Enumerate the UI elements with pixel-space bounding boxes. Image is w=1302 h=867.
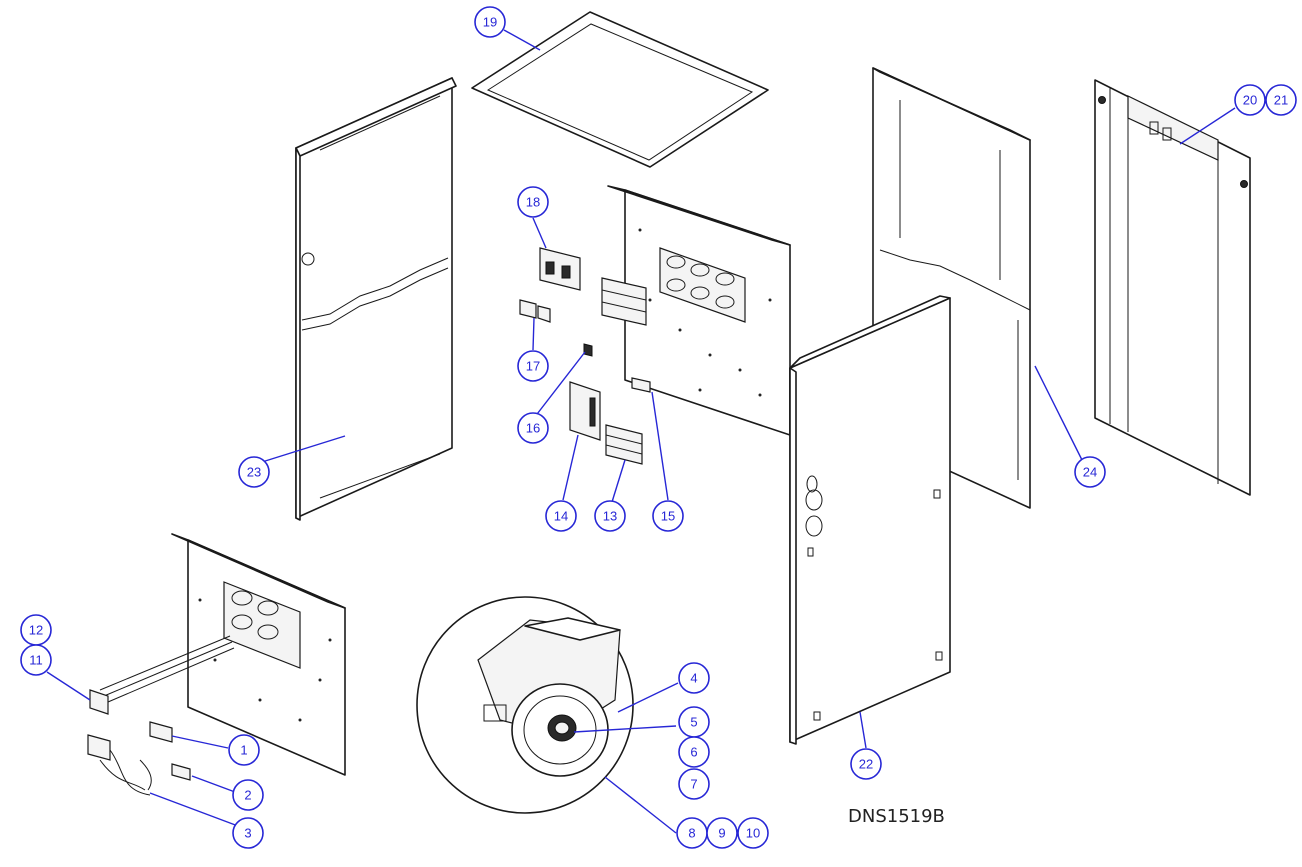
terminal-block-13: [605, 424, 643, 465]
control-board-14: [569, 381, 601, 441]
svg-text:17: 17: [526, 359, 540, 374]
svg-text:24: 24: [1083, 465, 1097, 480]
relay-block-stack: [601, 277, 647, 326]
balloon-12: 12: [20, 614, 52, 646]
balloon-22: 22: [850, 748, 882, 780]
balloon-18: 18: [517, 186, 549, 218]
svg-text:8: 8: [688, 826, 695, 841]
balloon-15: 15: [652, 500, 684, 532]
svg-text:4: 4: [690, 671, 697, 686]
svg-text:7: 7: [690, 777, 697, 792]
relay-block-18: [539, 247, 581, 291]
balloon-8: 8: [676, 817, 708, 849]
balloon-1: 1: [228, 734, 260, 766]
svg-text:10: 10: [746, 826, 760, 841]
svg-text:9: 9: [718, 826, 725, 841]
svg-text:16: 16: [526, 421, 540, 436]
balloon-20: 20: [1234, 84, 1266, 116]
balloon-10: 10: [737, 817, 769, 849]
svg-text:14: 14: [554, 509, 568, 524]
door-panel: [1094, 79, 1251, 496]
svg-text:3: 3: [244, 826, 251, 841]
component-16: [583, 343, 593, 357]
svg-text:13: 13: [603, 509, 617, 524]
svg-text:20: 20: [1243, 93, 1257, 108]
svg-text:15: 15: [661, 509, 675, 524]
svg-text:11: 11: [29, 653, 43, 668]
svg-text:5: 5: [690, 715, 697, 730]
balloon-4: 4: [678, 662, 710, 694]
svg-text:12: 12: [29, 623, 43, 638]
balloon-9: 9: [706, 817, 738, 849]
svg-text:2: 2: [244, 788, 251, 803]
balloon-17: 17: [517, 350, 549, 382]
balloon-6: 6: [678, 736, 710, 768]
balloon-19: 19: [474, 6, 506, 38]
balloon-24: 24: [1074, 456, 1106, 488]
heater-element-11-12: [89, 635, 235, 715]
svg-text:19: 19: [483, 15, 497, 30]
component-15: [631, 377, 651, 393]
clip-17: [519, 299, 551, 323]
transformer-parts-1-3: [87, 721, 191, 796]
left-side-panel: [295, 77, 457, 521]
balloon-2: 2: [232, 779, 264, 811]
svg-text:22: 22: [859, 757, 873, 772]
svg-text:6: 6: [690, 745, 697, 760]
balloon-13: 13: [594, 500, 626, 532]
svg-text:21: 21: [1274, 93, 1288, 108]
balloon-16: 16: [517, 412, 549, 444]
balloon-7: 7: [678, 768, 710, 800]
front-side-panel: [789, 295, 951, 745]
balloon-3: 3: [232, 817, 264, 849]
blower-detail-circle: [416, 596, 634, 814]
balloon-21: 21: [1265, 84, 1297, 116]
balloon-5: 5: [678, 706, 710, 738]
balloon-11: 11: [20, 644, 52, 676]
svg-text:23: 23: [247, 465, 261, 480]
svg-text:18: 18: [526, 195, 540, 210]
balloon-14: 14: [545, 500, 577, 532]
lower-panel: [171, 533, 346, 776]
balloon-23: 23: [238, 456, 270, 488]
leader-lines: [46, 29, 1236, 834]
top-filter-frame: [471, 11, 769, 168]
drawing-number: DNS1519B: [848, 806, 945, 827]
svg-text:1: 1: [240, 743, 247, 758]
